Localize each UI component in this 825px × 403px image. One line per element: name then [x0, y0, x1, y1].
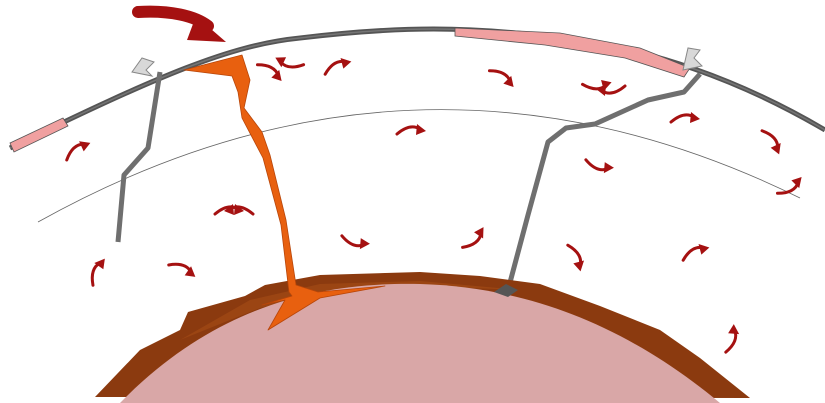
- convection-arrow-icon: [168, 256, 199, 280]
- volcano-icon: [132, 58, 154, 76]
- convection-arrow-icon: [680, 241, 711, 261]
- convection-arrow-icon: [84, 255, 108, 286]
- continental-crust-left: [10, 118, 68, 152]
- volcano-icon: [683, 48, 702, 70]
- convection-arrow-icon: [397, 124, 426, 135]
- convection-arrow-icon: [584, 159, 614, 175]
- plate-motion-arrow: [138, 12, 226, 42]
- convection-arrow-icon: [567, 242, 587, 273]
- convection-arrow-icon: [725, 323, 741, 353]
- subducting-slab-right: [508, 74, 700, 290]
- convection-arrow-icon: [462, 225, 489, 254]
- convection-arrow-icon: [777, 174, 806, 201]
- outer-core: [120, 284, 720, 403]
- convection-arrow-icon: [62, 137, 93, 161]
- convection-arrow-icon: [489, 63, 518, 90]
- convection-arrow-icon: [671, 112, 700, 123]
- convection-arrow-icon: [340, 235, 370, 251]
- convection-arrow-icon: [596, 85, 625, 96]
- convection-arrow-icon: [322, 55, 353, 75]
- subducting-slab-left: [118, 72, 160, 242]
- convection-arrow-icon: [761, 126, 785, 157]
